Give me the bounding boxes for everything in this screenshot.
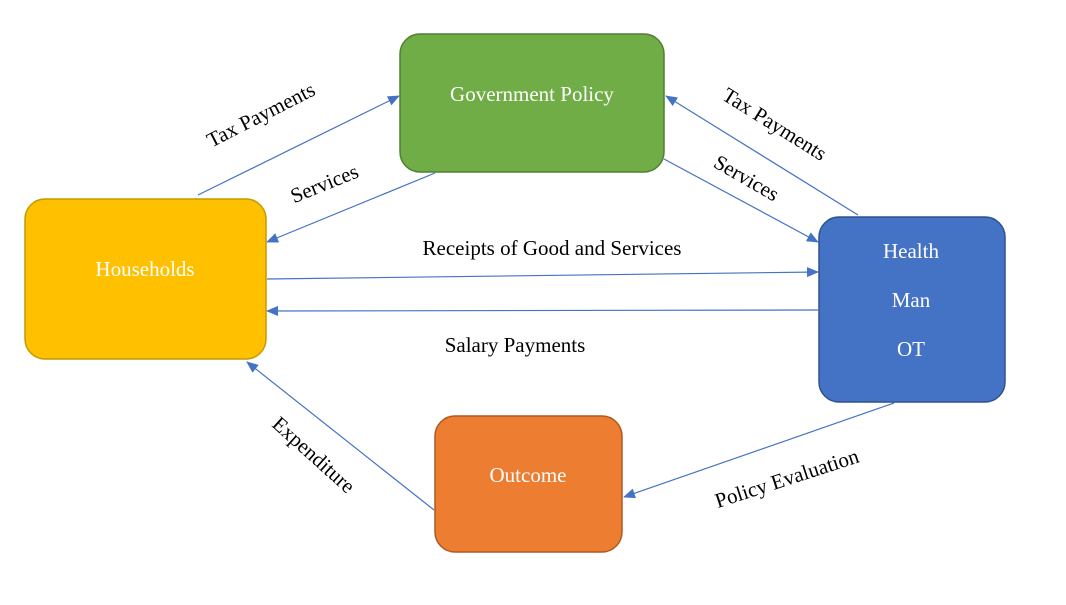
label-expenditure: Expenditure <box>268 412 360 499</box>
node-outcome-label: Outcome <box>490 463 567 487</box>
node-health: Health Man OT <box>818 216 1006 403</box>
node-government-policy: Government Policy <box>399 33 665 173</box>
node-health-label-line1: Health <box>883 239 939 263</box>
label-services-right: Services <box>710 150 784 206</box>
label-receipts: Receipts of Good and Services <box>423 236 682 260</box>
edge-households-to-health <box>266 267 819 280</box>
node-health-label-line2: Man <box>892 288 931 312</box>
node-households: Households <box>24 198 267 360</box>
edge-health-to-outcome <box>623 402 895 499</box>
node-government-policy-label: Government Policy <box>450 82 614 106</box>
node-outcome: Outcome <box>434 415 623 553</box>
label-tax-payments-right: Tax Payments <box>718 83 831 166</box>
node-households-label: Households <box>95 257 194 281</box>
edge-government-to-health <box>663 158 819 243</box>
edge-outcome-to-households <box>246 361 435 511</box>
label-services-left: Services <box>287 159 362 208</box>
label-tax-payments-left: Tax Payments <box>203 77 319 152</box>
edge-health-to-households <box>266 305 819 316</box>
label-salary-payments: Salary Payments <box>445 333 586 357</box>
label-policy-evaluation: Policy Evaluation <box>712 444 862 513</box>
edge-households-to-government <box>197 95 400 196</box>
node-health-label-line3: OT <box>897 337 925 361</box>
edge-health-to-government <box>665 95 859 216</box>
edge-government-to-households <box>266 172 436 243</box>
